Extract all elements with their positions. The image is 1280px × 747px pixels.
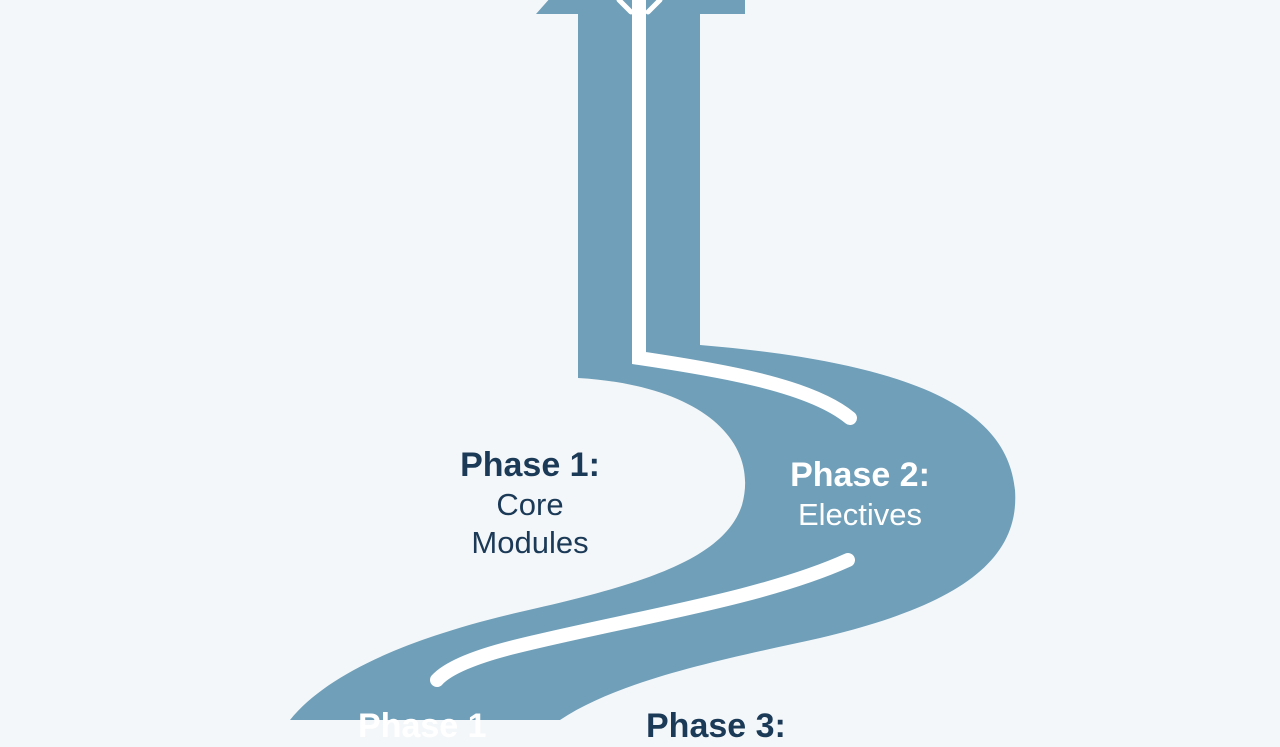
winding-road-graphic: [290, 0, 1016, 720]
phase-2-label: Phase 2: Electives: [760, 455, 960, 533]
bottom-left-phase-title: Phase 1: [358, 707, 487, 745]
phase-2-title: Phase 2:: [790, 456, 930, 494]
phase-1-title: Phase 1:: [460, 446, 600, 484]
phase-3-label: Phase 3:: [646, 706, 846, 747]
phase-3-title: Phase 3:: [646, 707, 786, 745]
phase-2-subtitle: Electives: [797, 496, 923, 532]
lane-line-lower: [430, 553, 855, 687]
bottom-left-phase-label: Phase 1: [358, 706, 518, 747]
roadmap-diagram: Phase 1: Core Modules Phase 2: Electives…: [290, 0, 1016, 745]
lane-line-vertical: [632, 0, 857, 425]
phase-1-subtitle-line-1: Core: [496, 486, 564, 522]
arrow-tip-mark: [616, 0, 663, 15]
phase-1-label: Phase 1: Core Modules: [420, 445, 640, 562]
phase-1-subtitle-line-2: Modules: [471, 524, 589, 560]
